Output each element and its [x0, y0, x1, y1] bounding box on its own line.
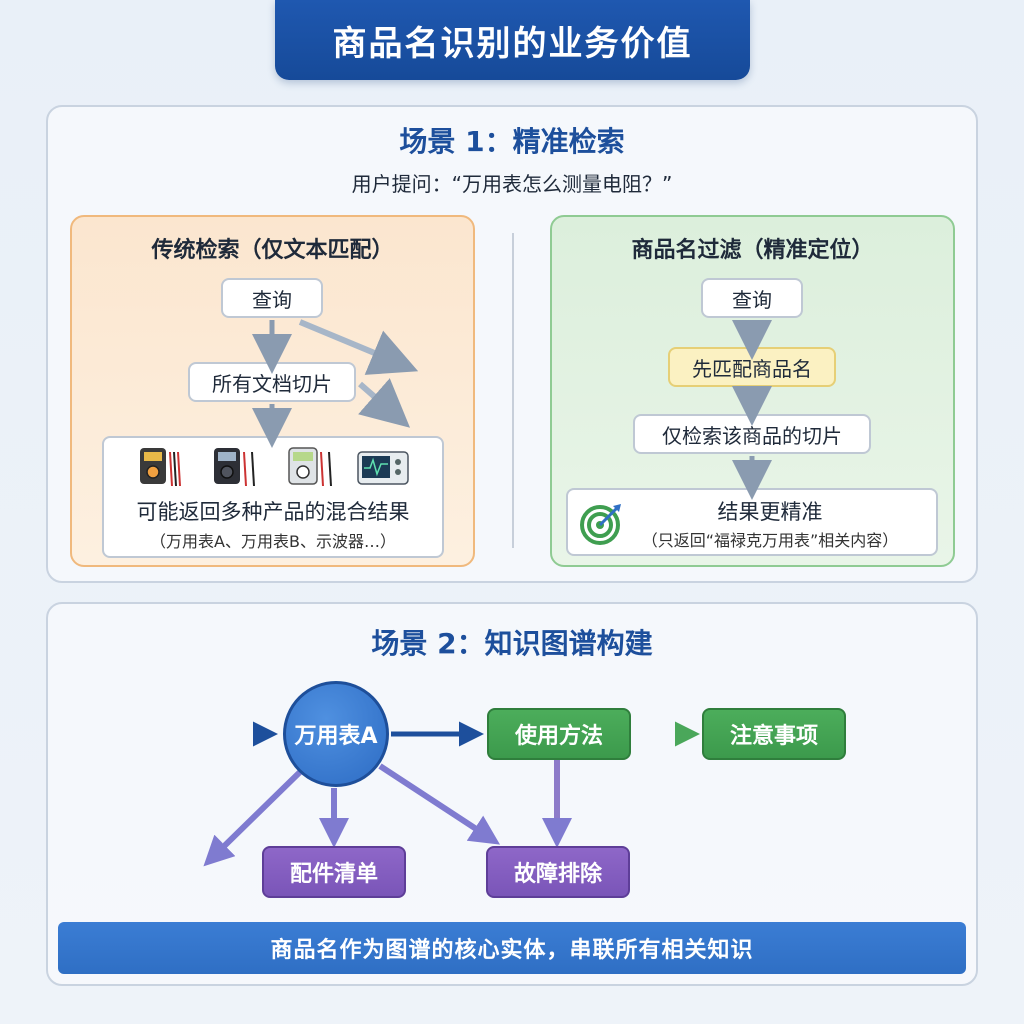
traditional-query-box: 查询: [221, 278, 323, 318]
mixed-results-text: 可能返回多种产品的混合结果: [136, 500, 410, 524]
summary-banner: 商品名作为图谱的核心实体，串联所有相关知识: [58, 922, 966, 974]
notes-node: 注意事项: [702, 708, 846, 760]
filter-query-box: 查询: [701, 278, 803, 318]
scene2-heading: 场景 2：知识图谱构建: [371, 627, 653, 660]
product-filter-title: 商品名过滤（精准定位）: [631, 238, 874, 263]
panel-divider: [512, 233, 514, 548]
usage-node: 使用方法: [487, 708, 631, 760]
parts-list-node: 配件清单: [262, 846, 406, 898]
multimeter-icon: [288, 447, 332, 487]
mixed-results-examples: （万用表A、万用表B、示波器…）: [150, 532, 396, 551]
precise-results-detail: （只返回“福禄克万用表”相关内容）: [641, 531, 899, 550]
page-title: 商品名识别的业务价值: [275, 0, 750, 80]
match-product-name-box: 先匹配商品名: [668, 347, 836, 387]
traditional-search-title: 传统检索（仅文本匹配）: [151, 238, 394, 263]
scene1-question: 用户提问：“万用表怎么测量电阻？”: [351, 172, 673, 196]
precise-results-box: [566, 488, 938, 556]
target-icon: [580, 504, 621, 545]
all-doc-slices-box: 所有文档切片: [188, 362, 356, 402]
multimeter-a-node: 万用表A: [283, 681, 389, 787]
multimeter-icon: [214, 448, 255, 487]
multimeter-icon: [140, 448, 181, 487]
search-product-slices-box: 仅检索该商品的切片: [633, 414, 871, 454]
troubleshooting-node: 故障排除: [486, 846, 630, 898]
scene1-heading: 场景 1：精准检索: [399, 125, 625, 158]
oscilloscope-icon: [357, 451, 409, 485]
precise-results-text: 结果更精准: [717, 500, 823, 524]
